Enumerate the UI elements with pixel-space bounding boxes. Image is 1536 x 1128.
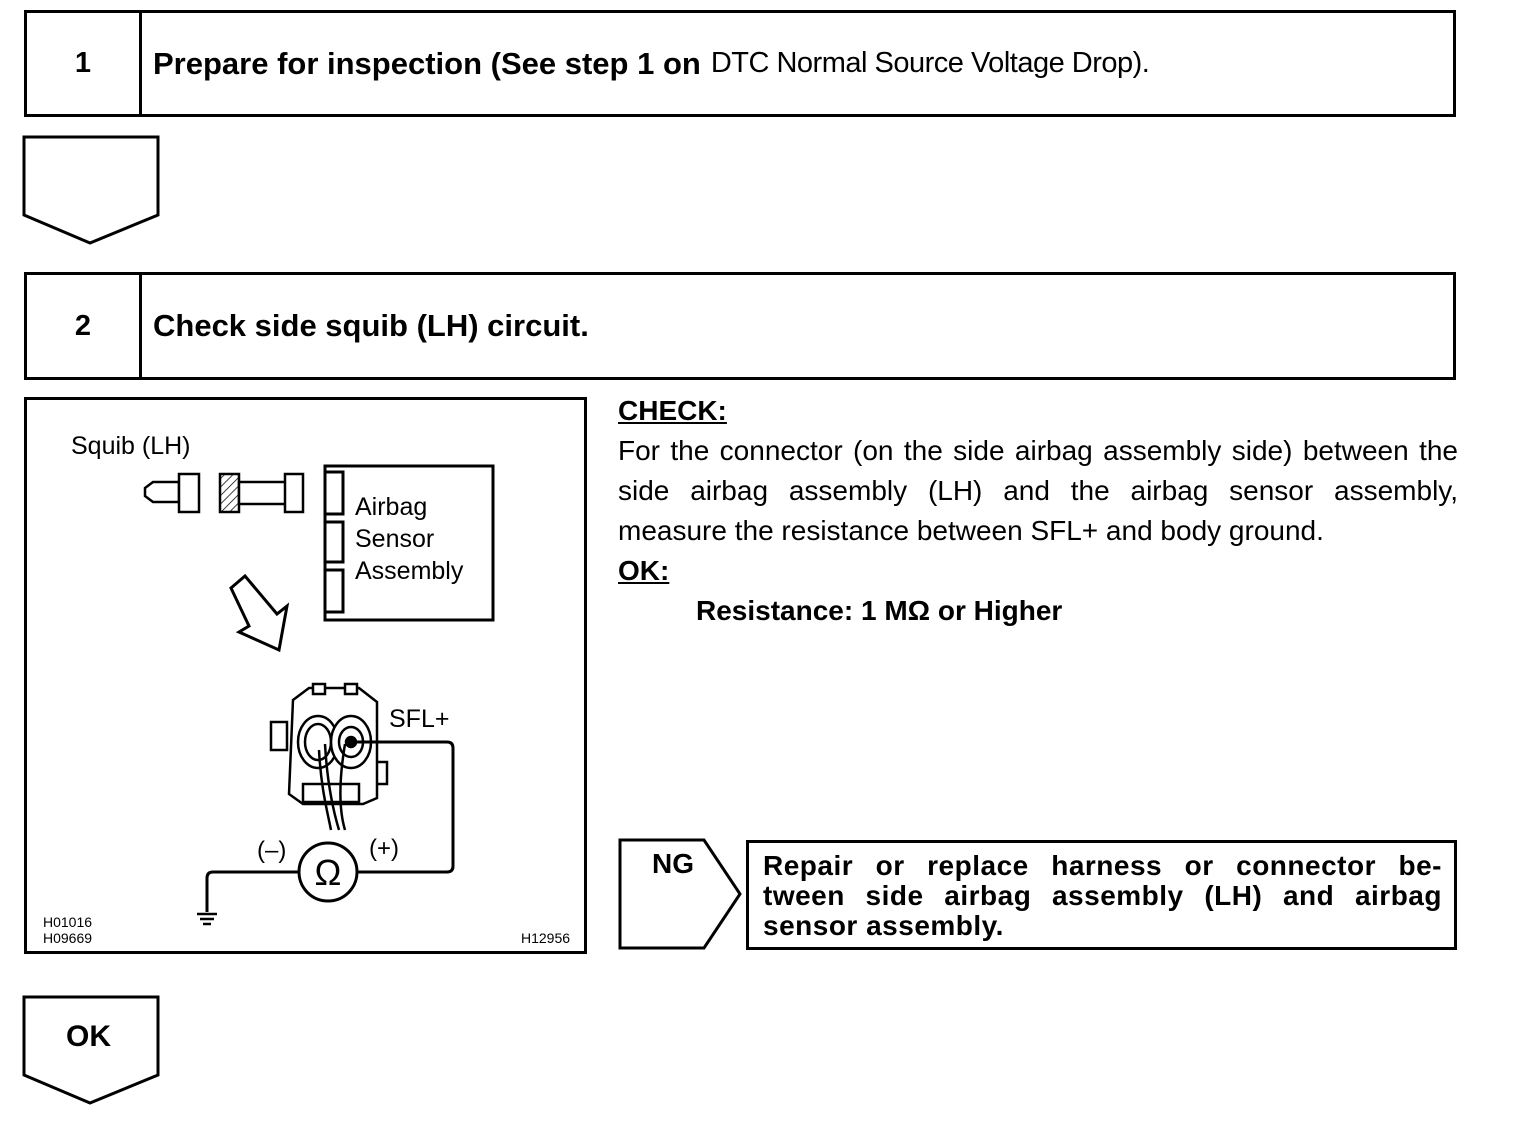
ok-value: Resistance: 1 MΩ or Higher: [696, 595, 1063, 626]
sensor-label-3: Assembly: [355, 557, 464, 585]
figure-code-3: H12956: [521, 930, 570, 946]
circuit-figure: Squib (LH) Airbag Sensor Assembly: [24, 397, 587, 954]
ok-heading: OK:: [618, 555, 670, 586]
ohmmeter-wiring: [205, 740, 455, 912]
side-airbag-connector-icon: [269, 682, 389, 831]
figure-code-1: H01016: [43, 914, 92, 930]
ng-action-line-3: sensor assembly.: [763, 910, 1004, 941]
step-1-title: Prepare for inspection (See step 1 on DT…: [153, 13, 1150, 114]
squib-connector-icon: [143, 472, 305, 514]
ohmmeter-icon: [297, 841, 359, 903]
squib-label: Squib (LH): [71, 432, 191, 460]
ohm-symbol: Ω: [315, 852, 342, 893]
hollow-arrow-icon: [229, 573, 290, 653]
down-arrow-1: [22, 135, 160, 245]
minus-label: (–): [257, 837, 286, 864]
ng-label: NG: [652, 848, 694, 879]
airbag-sensor-box-icon: [323, 464, 495, 622]
step-2-box: 2 Check side squib (LH) circuit.: [24, 272, 1456, 380]
step-1-number: 1: [27, 13, 142, 114]
ng-action-line-1: Repair or replace harness or connector b…: [763, 850, 1442, 881]
step-2-title: Check side squib (LH) circuit.: [153, 308, 589, 343]
ok-arrow-label: OK: [66, 1020, 111, 1053]
figure-code-2: H09669: [43, 930, 92, 946]
step-1-box: 1 Prepare for inspection (See step 1 on …: [24, 10, 1456, 117]
sensor-label-2: Sensor: [355, 525, 434, 553]
ng-arrow: [618, 838, 742, 950]
step-1-title-ref: DTC Normal Source Voltage Drop).: [710, 47, 1150, 79]
sensor-label-1: Airbag: [355, 493, 427, 521]
ng-action-box: Repair or replace harness or connector b…: [746, 840, 1457, 950]
plus-label: (+): [369, 835, 399, 862]
check-heading: CHECK:: [618, 395, 727, 426]
step-1-title-main: Prepare for inspection (See step 1 on: [153, 45, 701, 81]
ok-down-arrow: [22, 995, 160, 1105]
step-2-number: 2: [27, 275, 142, 377]
sfl-plus-label: SFL+: [389, 705, 449, 733]
ground-icon: [197, 912, 217, 926]
check-body: For the connector (on the side airbag as…: [618, 435, 1458, 546]
ng-action-line-2: tween side airbag assembly (LH) and airb…: [763, 880, 1442, 911]
circuit-diagram: Squib (LH) Airbag Sensor Assembly: [43, 432, 570, 946]
